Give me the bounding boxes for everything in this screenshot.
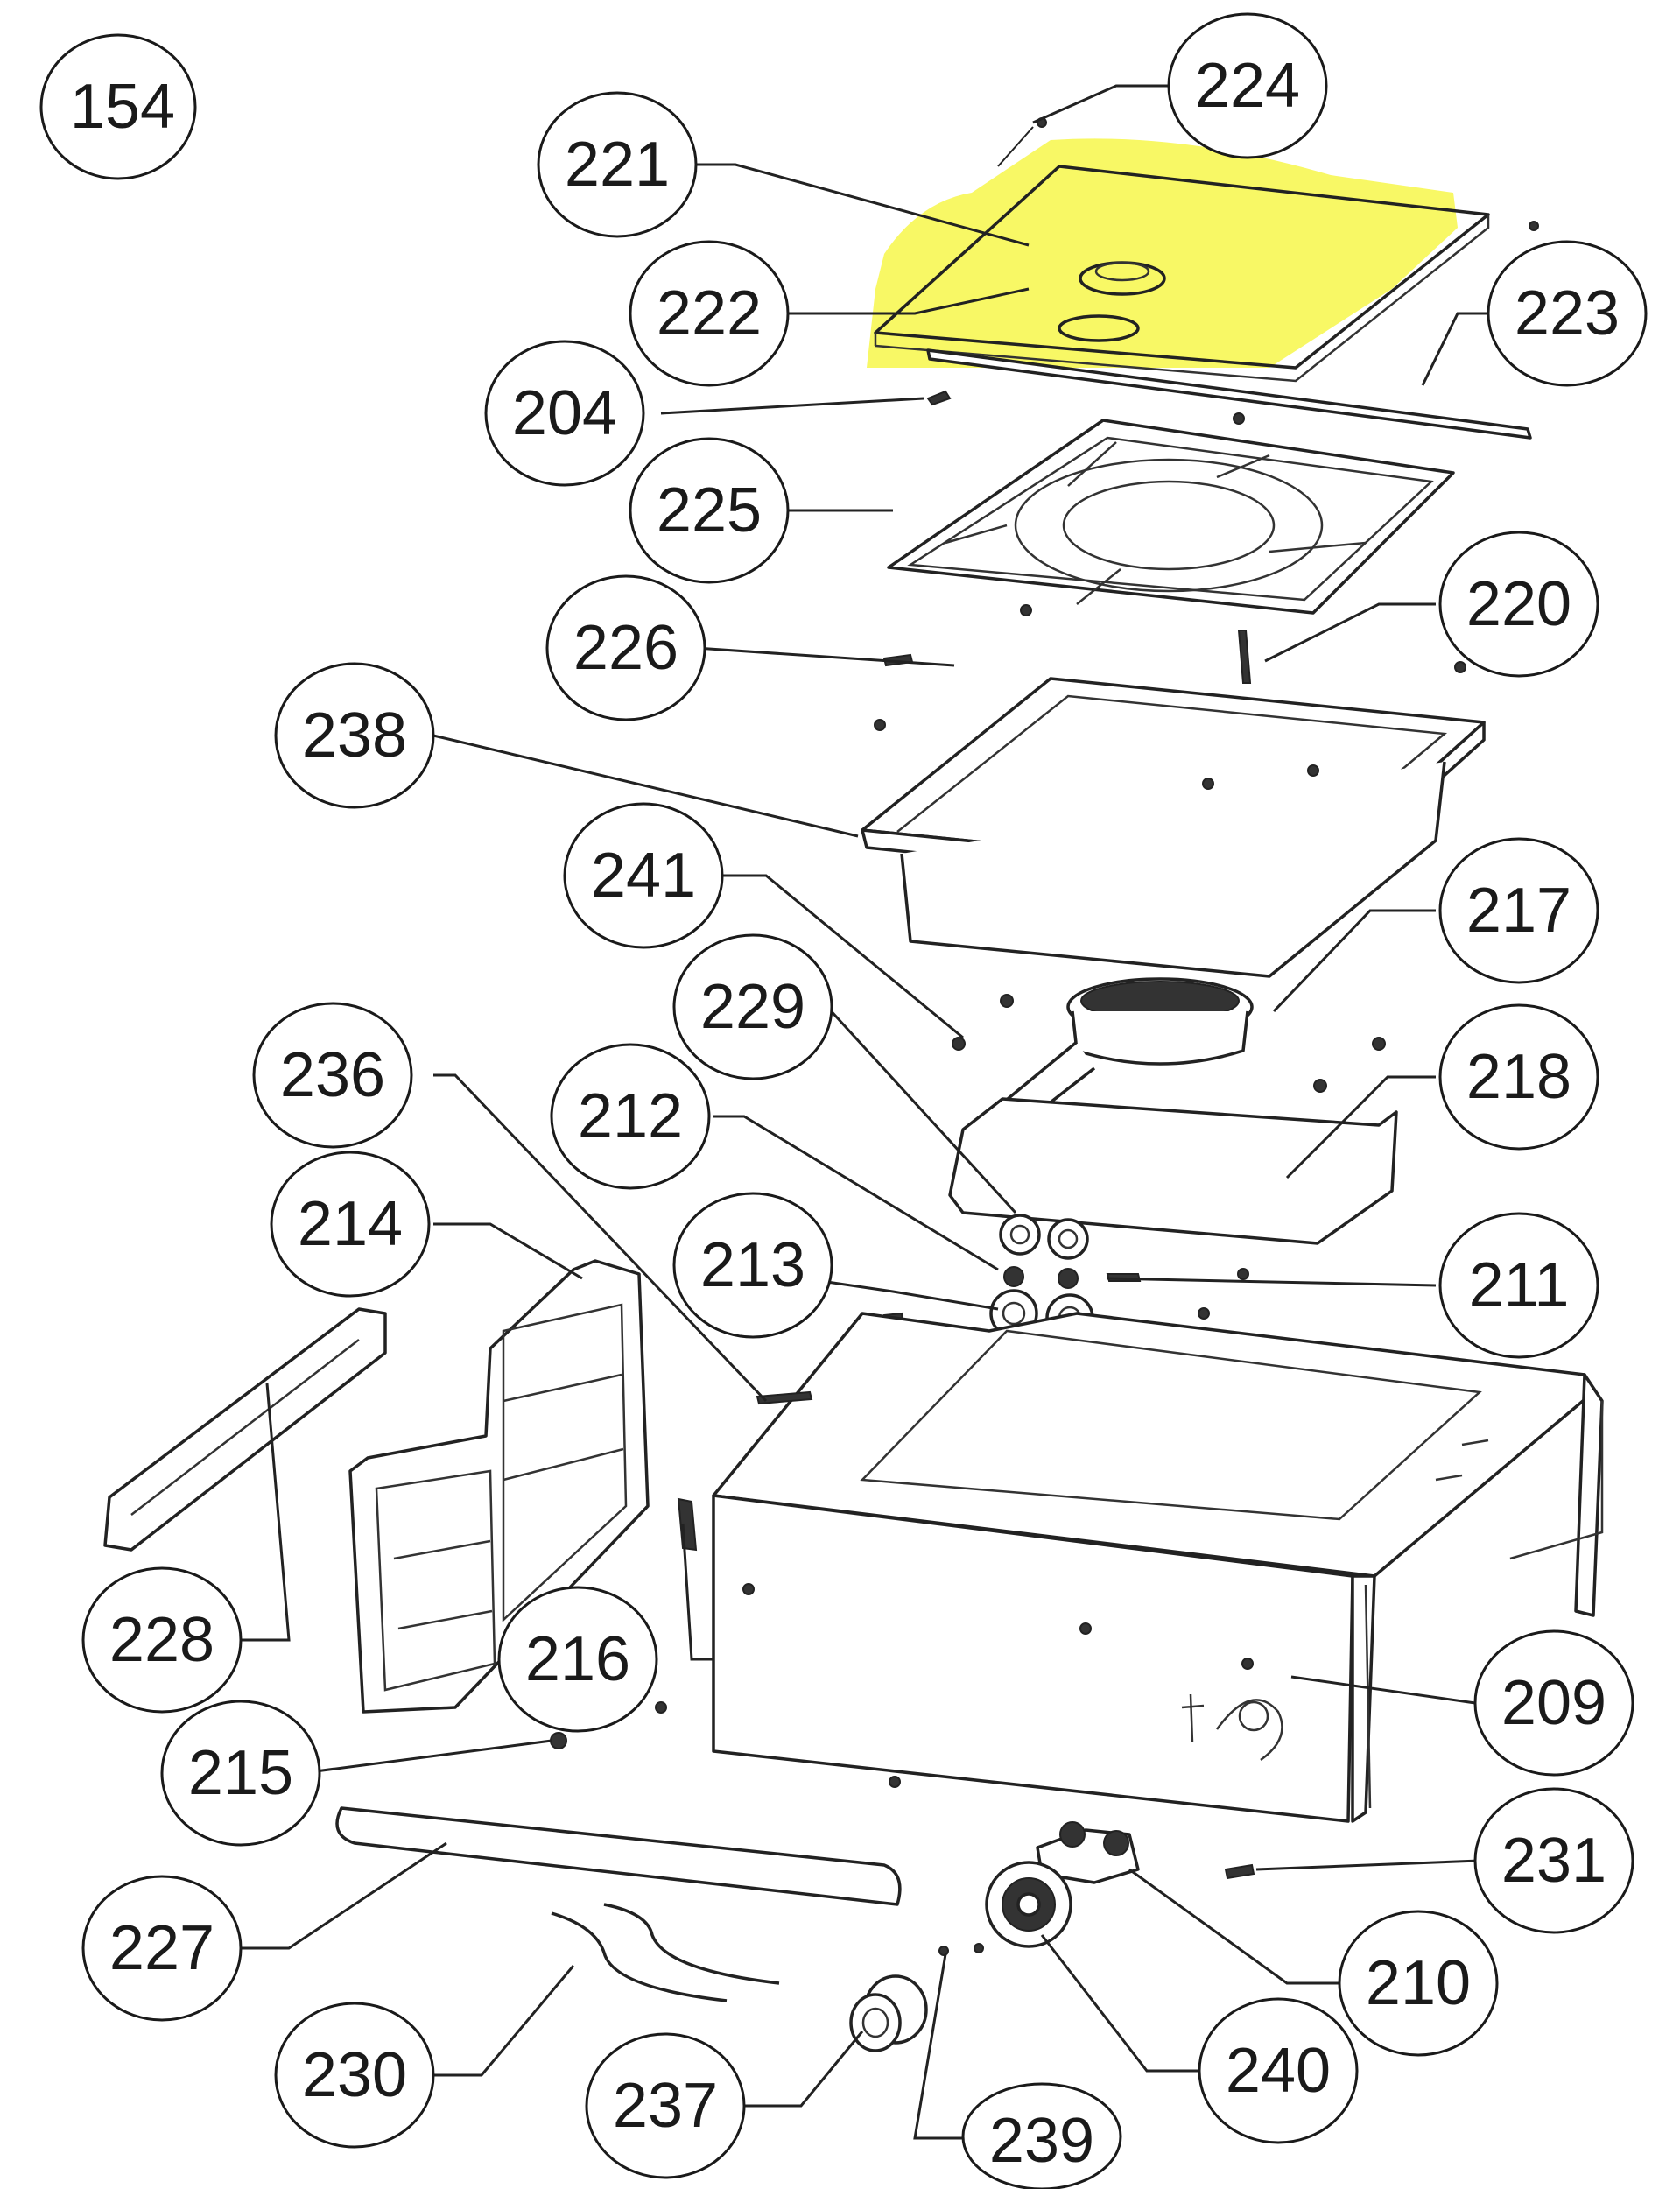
callout-154-label: 154 — [70, 72, 175, 142]
main-body — [712, 1312, 1604, 1823]
callout-230-label: 230 — [302, 2040, 407, 2110]
screw-231 — [1224, 1863, 1255, 1880]
callout-218-label: 218 — [1466, 1042, 1571, 1112]
cooking-grate — [887, 412, 1455, 616]
callout-237: 237 — [585, 2032, 746, 2179]
callout-212-label: 212 — [578, 1081, 683, 1151]
callout-227: 227 — [81, 1875, 243, 2022]
callout-209-label: 209 — [1501, 1668, 1606, 1738]
callout-216: 216 — [497, 1586, 658, 1733]
callout-241: 241 — [563, 802, 724, 949]
callout-218: 218 — [1438, 1003, 1599, 1151]
callout-222-label: 222 — [657, 278, 762, 348]
callout-210: 210 — [1338, 1910, 1499, 2057]
callout-236-label: 236 — [280, 1040, 385, 1110]
leader-lines — [241, 84, 1506, 2140]
screw-220 — [1237, 630, 1252, 684]
callout-236: 236 — [252, 1002, 413, 1149]
screw-236 — [756, 1390, 813, 1405]
callout-228: 228 — [81, 1566, 243, 1714]
callout-222: 222 — [629, 240, 790, 387]
callout-211: 211 — [1438, 1212, 1599, 1359]
callout-213: 213 — [672, 1192, 833, 1339]
callout-bubbles: 154 224 221 222 223 204 225 226 — [39, 12, 1648, 2189]
callout-211-label: 211 — [1469, 1250, 1570, 1320]
callout-215: 215 — [160, 1700, 321, 1847]
callout-217: 217 — [1438, 837, 1599, 984]
callout-215-label: 215 — [188, 1738, 293, 1808]
callout-220: 220 — [1438, 531, 1599, 678]
callout-223-label: 223 — [1515, 278, 1620, 348]
callout-228-label: 228 — [109, 1605, 214, 1675]
rod — [926, 348, 1532, 440]
hoses — [551, 1903, 780, 2002]
callout-204-label: 204 — [512, 378, 617, 448]
callout-209: 209 — [1473, 1629, 1634, 1777]
callout-225: 225 — [629, 437, 790, 584]
callout-214: 214 — [270, 1151, 431, 1298]
callout-230: 230 — [274, 2002, 435, 2149]
callout-227-label: 227 — [109, 1913, 214, 1983]
callout-241-label: 241 — [591, 841, 696, 911]
callout-216-label: 216 — [525, 1624, 630, 1694]
callout-214-label: 214 — [298, 1189, 403, 1259]
callout-226: 226 — [545, 574, 706, 721]
ignition-ring — [985, 1861, 1072, 1948]
callout-240: 240 — [1198, 1997, 1359, 2144]
callout-210-label: 210 — [1366, 1948, 1471, 2018]
callout-231-label: 231 — [1501, 1826, 1606, 1896]
callout-224: 224 — [1167, 12, 1328, 159]
callout-204: 204 — [484, 340, 645, 487]
callout-229-label: 229 — [700, 972, 805, 1042]
control-knob — [849, 1974, 928, 2052]
callout-226-label: 226 — [573, 613, 678, 683]
callout-154: 154 — [39, 33, 197, 180]
callout-231: 231 — [1473, 1787, 1634, 1934]
trim-bar — [335, 1806, 902, 1906]
callout-221-label: 221 — [565, 130, 670, 200]
top-cover-plate — [874, 117, 1539, 383]
callout-212: 212 — [550, 1043, 711, 1190]
callout-239-label: 239 — [989, 2106, 1094, 2176]
callout-223: 223 — [1487, 240, 1648, 387]
callout-224-label: 224 — [1195, 51, 1300, 121]
callout-238: 238 — [274, 662, 435, 809]
callout-225-label: 225 — [657, 475, 762, 545]
callout-220-label: 220 — [1466, 569, 1571, 639]
callout-238-label: 238 — [302, 700, 407, 771]
screw-204 — [926, 390, 952, 406]
callout-229: 229 — [672, 933, 833, 1080]
callout-237-label: 237 — [613, 2071, 718, 2141]
parts-artwork — [103, 117, 1604, 2052]
nut-215 — [550, 1732, 567, 1749]
firebox-tray — [861, 677, 1486, 978]
highlight-overlay — [867, 138, 1458, 369]
callout-221: 221 — [537, 91, 698, 238]
callout-239: 239 — [961, 2082, 1122, 2189]
callout-240-label: 240 — [1226, 2036, 1331, 2106]
nut-241 — [1000, 994, 1014, 1008]
control-panel — [348, 1259, 650, 1714]
handle-228 — [103, 1307, 387, 1552]
callout-213-label: 213 — [700, 1230, 805, 1300]
callout-217-label: 217 — [1466, 876, 1571, 946]
